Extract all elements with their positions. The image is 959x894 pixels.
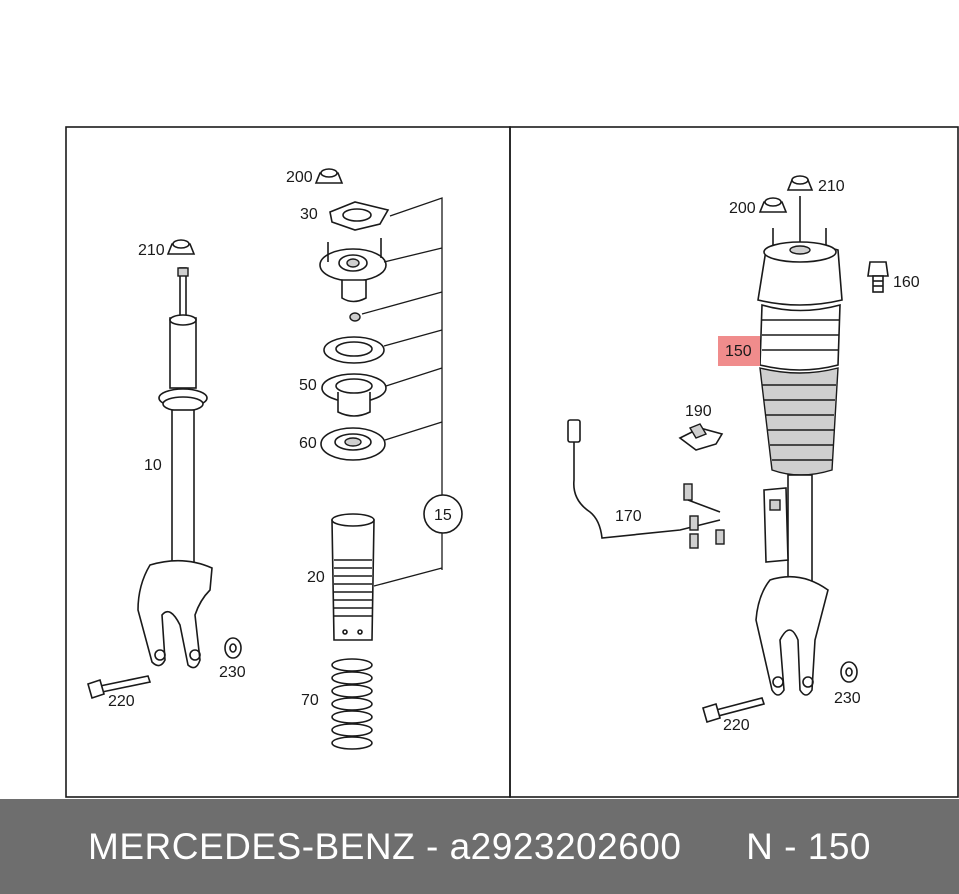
part-220-bolt-right <box>702 697 766 724</box>
part-150-air-strut <box>755 196 843 696</box>
label-230-left: 230 <box>219 664 246 681</box>
part-10-strut <box>137 267 213 669</box>
label-20: 20 <box>307 569 325 586</box>
washer-ring <box>323 336 385 364</box>
label-60: 60 <box>299 435 317 452</box>
group-15-bracket <box>361 197 463 587</box>
footer-separator: - <box>415 825 450 867</box>
label-50: 50 <box>299 377 317 394</box>
label-15: 15 <box>434 507 452 524</box>
part-170-sensor-cable <box>567 419 725 549</box>
small-bushing <box>349 312 361 322</box>
label-190: 190 <box>685 403 712 420</box>
part-210-nut-right <box>786 175 814 191</box>
label-210-right: 210 <box>818 178 845 195</box>
label-150: 150 <box>725 343 752 360</box>
label-220-left: 220 <box>108 693 135 710</box>
label-150-highlight <box>718 336 760 366</box>
label-200-right: 200 <box>729 200 756 217</box>
part-20-dust-boot <box>331 513 375 641</box>
label-160: 160 <box>893 274 920 291</box>
part-230-nut-right <box>840 661 858 683</box>
label-30: 30 <box>300 206 318 223</box>
part-200-nut-left <box>314 168 344 184</box>
footer-gap <box>681 826 746 868</box>
label-70: 70 <box>301 692 319 709</box>
part-220-bolt-left <box>87 675 152 700</box>
footer-part-number: a2923202600 <box>449 825 682 867</box>
label-220-right: 220 <box>723 717 750 734</box>
part-50-spring-seat <box>321 373 387 417</box>
part-30-plate <box>329 201 390 231</box>
footer-ref: N - 150 <box>746 825 871 867</box>
parts-diagram: 200 30 210 50 60 10 15 20 70 220 230 <box>65 126 959 798</box>
footer-bar: MERCEDES-BENZ - a2923202600 N - 150 <box>0 799 959 894</box>
label-170: 170 <box>615 508 642 525</box>
part-210-nut-left <box>166 239 196 255</box>
label-230-right: 230 <box>834 690 861 707</box>
part-230-nut-left <box>224 637 242 659</box>
label-10: 10 <box>144 457 162 474</box>
footer-brand: MERCEDES-BENZ <box>88 825 416 867</box>
part-70-coil-spring <box>331 658 373 750</box>
part-160-valve <box>867 261 889 293</box>
label-200-left: 200 <box>286 169 313 186</box>
top-mount <box>319 238 387 303</box>
part-60-lower-seat <box>320 427 386 461</box>
right-panel-frame <box>509 126 959 798</box>
part-190-clip <box>678 423 724 451</box>
part-200-nut-right <box>758 197 788 213</box>
label-210-left: 210 <box>138 242 165 259</box>
